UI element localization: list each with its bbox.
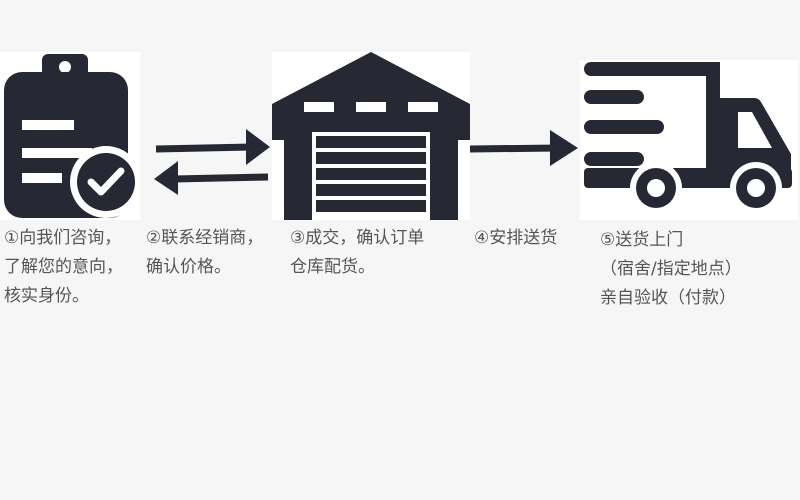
step-4-line-1: ④安排送货 [474,228,558,248]
step-2-line-1: ②联系经销商， [146,228,264,248]
clipboard-check-icon [4,54,140,218]
step-3-line-2: 仓库配货。 [290,257,375,277]
step-5-text: ⑤送货上门 （宿舍/指定地点） 亲自验收（付款） [600,226,742,313]
truck-panel [580,60,798,220]
step-2-text: ②联系经销商， 确认价格。 [146,224,263,282]
step-5-line-1: ⑤送货上门 [600,230,684,250]
step-2-line-2: 确认价格。 [146,257,231,277]
step-5-line-2: （宿舍/指定地点） [600,259,742,279]
right-arrow-icon [470,128,580,168]
step-5-line-3: 亲自验收（付款） [600,288,736,308]
step-1-text: ①向我们咨询， 了解您的意向， 核实身份。 [4,224,123,311]
step-1-line-3: 核实身份。 [4,286,89,306]
step-4-text: ④安排送货 [474,224,557,253]
bidirectional-arrow-icon [152,125,272,197]
step-3-line-1: ③成交，确认订单 [290,228,425,248]
warehouse-panel [272,52,470,220]
step-3-text: ③成交，确认订单 仓库配货。 [290,224,424,282]
step-1-line-2: 了解您的意向， [4,257,123,277]
step-1-line-1: ①向我们咨询， [4,228,122,248]
delivery-truck-icon [584,62,792,214]
clipboard-panel [0,52,140,220]
warehouse-icon [272,52,470,220]
